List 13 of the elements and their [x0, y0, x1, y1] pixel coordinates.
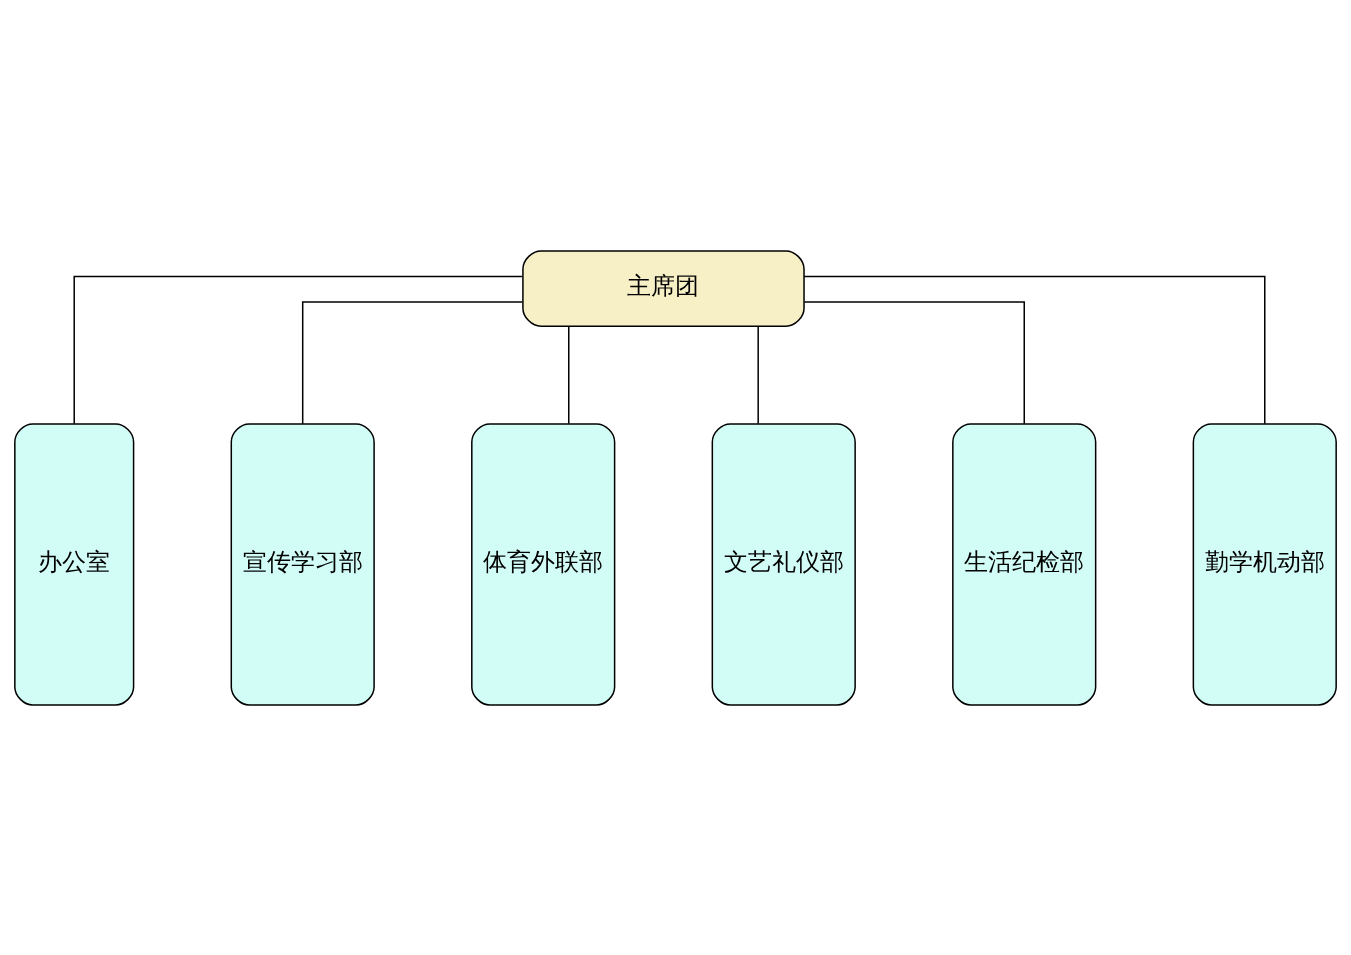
node-box: 勤学机动部 [1192, 422, 1337, 706]
node-box: 文艺礼仪部 [711, 422, 856, 706]
connector [757, 325, 759, 424]
connector [568, 325, 570, 424]
connector [803, 275, 1266, 425]
connector [301, 300, 524, 424]
node-box: 宣传学习部 [230, 422, 375, 706]
connector [73, 275, 524, 425]
connector [803, 300, 1025, 424]
node-box: 体育外联部 [471, 422, 616, 706]
node-box: 主席团 [522, 249, 805, 327]
node-box: 生活纪检部 [952, 422, 1097, 706]
node-box: 办公室 [14, 422, 135, 706]
